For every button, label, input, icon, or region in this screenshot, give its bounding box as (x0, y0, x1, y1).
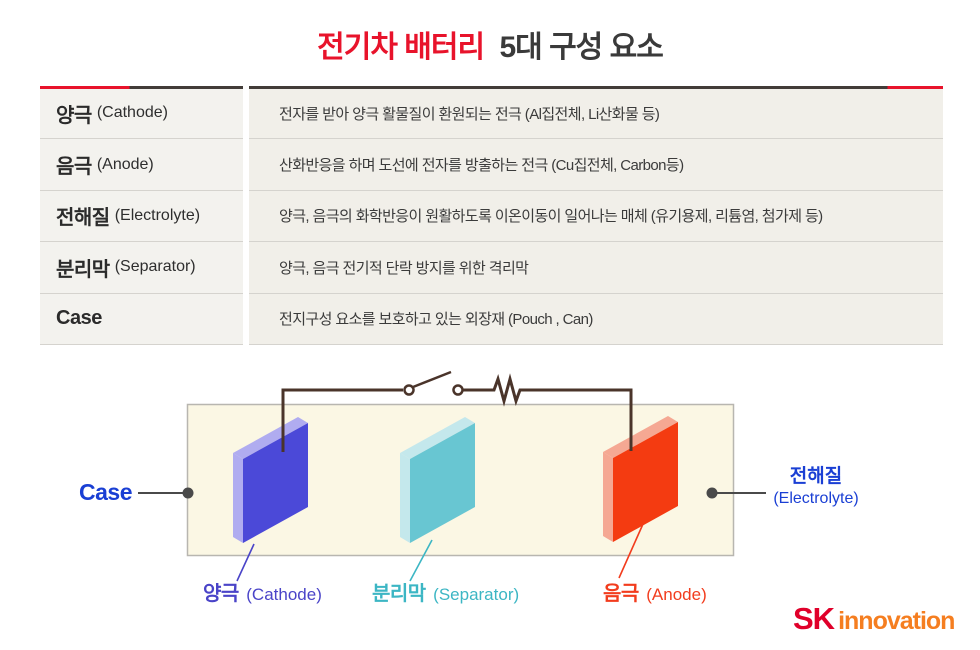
table-row: Case 전지구성 요소를 보호하고 있는 외장재 (Pouch , Can) (40, 293, 943, 345)
description-text: 전자를 받아 양극 활물질이 환원되는 전극 (Al집전체, Li산화물 등) (279, 105, 660, 123)
term-cell: 음극 (Anode) (40, 139, 243, 191)
cathode-label-ko: 양극 (203, 583, 239, 605)
desc-cell: 전지구성 요소를 보호하고 있는 외장재 (Pouch , Can) (249, 293, 943, 345)
description-text: 양극, 음극 전기적 단락 방지를 위한 격리막 (279, 259, 529, 277)
separator-label-en: (Separator) (433, 585, 520, 604)
battery-diagram (138, 370, 766, 582)
description-text: 양극, 음극의 화학반응이 원활하도록 이온이동이 일어나는 매체 (유기용제,… (279, 208, 823, 226)
column-gap (243, 139, 249, 191)
page-title: 전기차 배터리 5대 구성 요소 (0, 22, 980, 66)
anode-label-en: (Anode) (646, 585, 707, 604)
components-table: 양극 (Cathode) 전자를 받아 양극 활물질이 환원되는 전극 (Al집… (40, 86, 943, 345)
term-label: Case (56, 307, 102, 330)
separator-label: 분리막 (Separator) (372, 583, 519, 606)
table-row: 음극 (Anode) 산화반응을 하며 도선에 전자를 방출하는 전극 (Cu집… (40, 139, 943, 191)
term-label: 양극 (56, 104, 92, 127)
cathode-leader-line (236, 543, 255, 582)
anode-plate (603, 416, 678, 542)
anode-leader-line (618, 523, 644, 579)
table-row: 전해질 (Electrolyte) 양극, 음극의 화학반응이 원활하도록 이온… (40, 190, 943, 243)
term-label-en: (Separator) (114, 258, 196, 276)
cathode-plate (233, 417, 308, 543)
anode-label: 음극 (Anode) (603, 583, 707, 606)
table-top-rule-left (40, 86, 243, 89)
switch-terminal-icon (452, 384, 464, 396)
description-text: 산화반응을 하며 도선에 전자를 방출하는 전극 (Cu집전체, Carbon등… (279, 157, 684, 175)
term-cell: 전해질 (Electrolyte) (40, 190, 243, 243)
desc-cell: 전자를 받아 양극 활물질이 환원되는 전극 (Al집전체, Li산화물 등) (249, 88, 943, 140)
term-cell: 양극 (Cathode) (40, 88, 243, 140)
term-label: 분리막 (56, 258, 110, 281)
cathode-label-en: (Cathode) (246, 585, 322, 604)
case-pointer-dot (182, 487, 194, 499)
column-gap (243, 242, 249, 294)
electrolyte-label: 전해질 (Electrolyte) (760, 466, 872, 508)
circuit-wire-left (281, 388, 403, 452)
logo-innovation-text: innovation (838, 607, 955, 635)
desc-cell: 산화반응을 하며 도선에 전자를 방출하는 전극 (Cu집전체, Carbon등… (249, 139, 943, 191)
switch-terminal-icon (403, 384, 415, 396)
term-label: 음극 (56, 156, 92, 179)
table-row: 분리막 (Separator) 양극, 음극 전기적 단락 방지를 위한 격리막 (40, 242, 943, 294)
column-gap (243, 293, 249, 345)
title-rest: 5대 구성 요소 (499, 31, 663, 64)
term-label-en: (Electrolyte) (114, 206, 201, 224)
desc-cell: 양극, 음극의 화학반응이 원활하도록 이온이동이 일어나는 매체 (유기용제,… (249, 190, 943, 243)
electrolyte-label-en: (Electrolyte) (773, 489, 859, 507)
resistor-icon (463, 373, 633, 451)
separator-leader-line (409, 539, 433, 582)
term-label-en: (Cathode) (96, 104, 168, 122)
logo-sk-text: SK (793, 601, 835, 636)
separator-plate (400, 417, 475, 543)
term-cell: 분리막 (Separator) (40, 242, 243, 294)
term-label: 전해질 (56, 207, 110, 230)
separator-label-ko: 분리막 (372, 583, 426, 605)
column-gap (243, 190, 249, 243)
desc-cell: 양극, 음극 전기적 단락 방지를 위한 격리막 (249, 242, 943, 294)
description-text: 전지구성 요소를 보호하고 있는 외장재 (Pouch , Can) (279, 311, 593, 329)
cathode-label: 양극 (Cathode) (203, 583, 322, 606)
column-gap (243, 88, 249, 140)
electrolyte-label-ko: 전해질 (789, 466, 843, 487)
term-label-en: (Anode) (96, 155, 154, 173)
table-top-rule-right (249, 86, 943, 89)
case-label: Case (79, 479, 132, 505)
title-highlight: 전기차 배터리 (317, 31, 485, 64)
table-row: 양극 (Cathode) 전자를 받아 양극 활물질이 환원되는 전극 (Al집… (40, 88, 943, 140)
anode-label-ko: 음극 (603, 583, 639, 605)
switch-blade (412, 370, 452, 389)
term-cell: Case (40, 293, 243, 345)
